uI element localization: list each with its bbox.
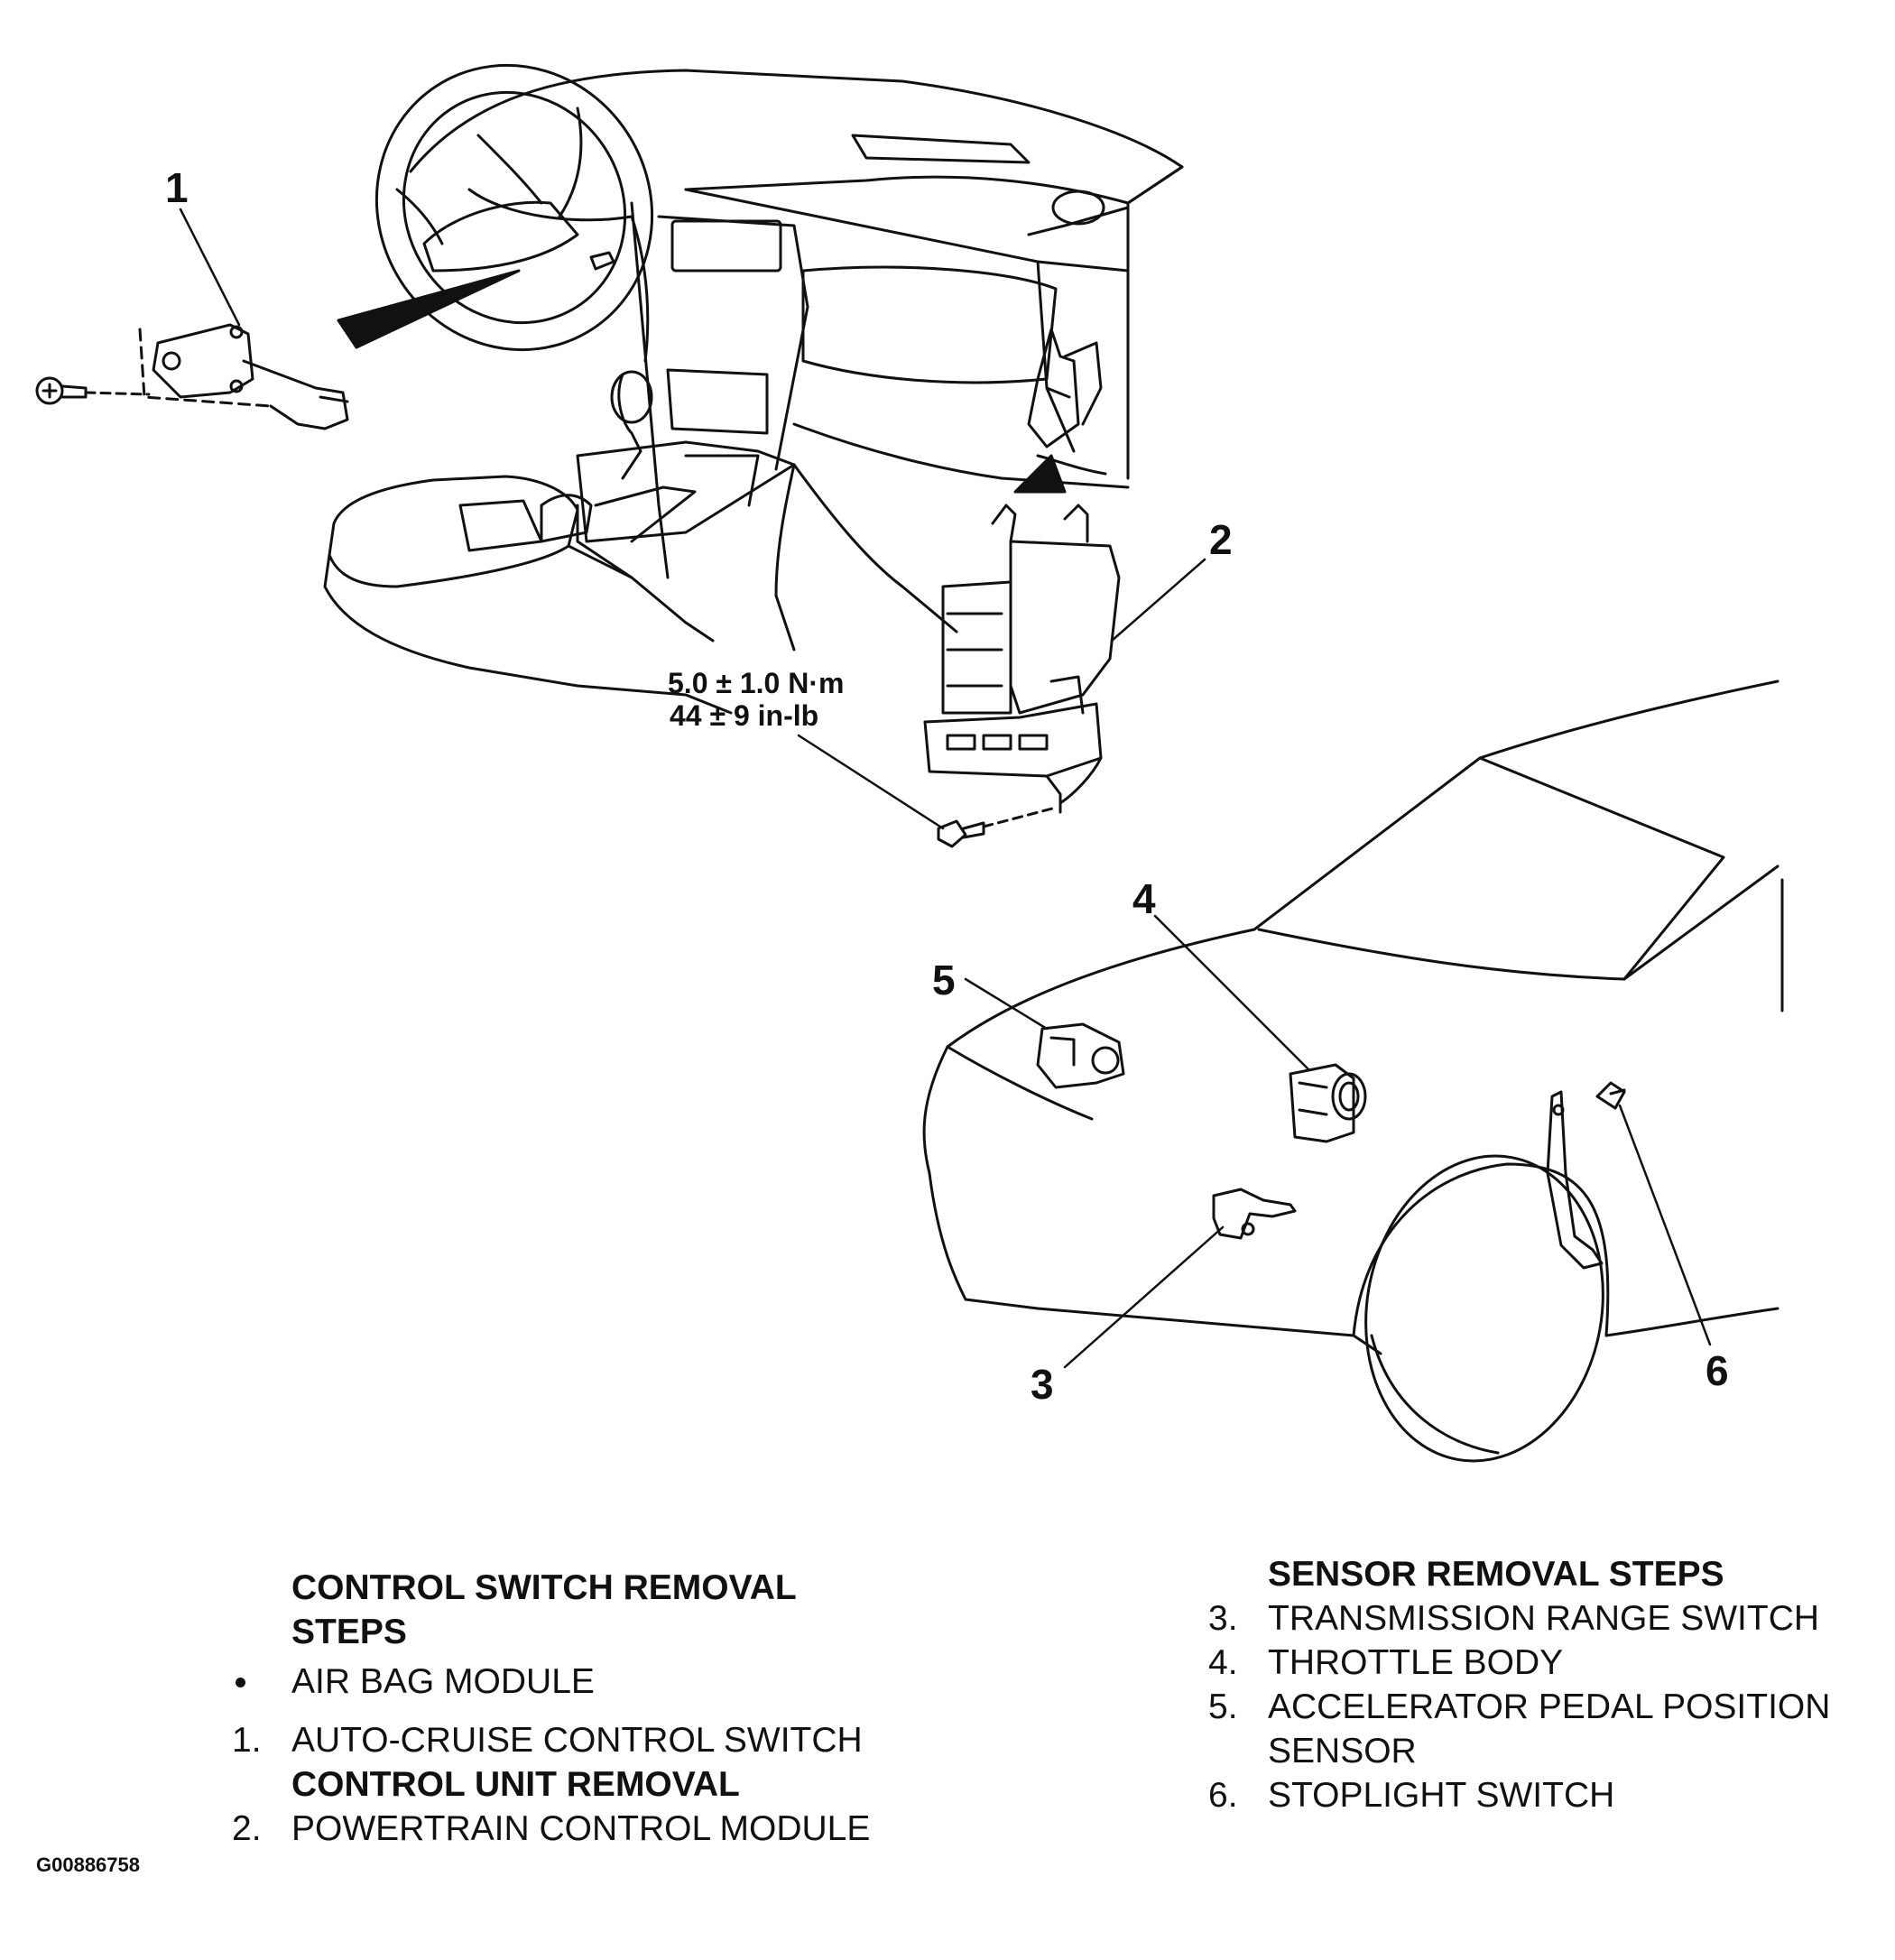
callout-4: 4 <box>1132 875 1156 922</box>
figure-id: G00886758 <box>36 1854 140 1876</box>
legend-item-number: 6. <box>1208 1776 1238 1815</box>
bullet-icon <box>236 1678 245 1687</box>
throttle-body <box>1289 1063 1367 1143</box>
leader-line-5 <box>964 977 1049 1031</box>
legend-heading-control-switch: CONTROL SWITCH REMOVAL <box>291 1568 797 1607</box>
callout-6: 6 <box>1706 1347 1729 1394</box>
legend-item-5-cont: SENSOR <box>1268 1729 1830 1773</box>
leader-line-1 <box>179 208 241 327</box>
location-arrow-1 <box>337 269 521 349</box>
torque-spec-metric: 5.0 ± 1.0 N·m <box>668 667 844 699</box>
legend-item-number: 2. <box>232 1809 262 1848</box>
legend-item-number: 5. <box>1208 1687 1238 1726</box>
auto-cruise-control-switch <box>35 323 349 430</box>
vehicle-body-illustration <box>922 680 1784 1463</box>
legend-heading-control-switch-cont: STEPS <box>291 1613 407 1651</box>
callout-1: 1 <box>165 164 189 211</box>
location-arrow-2 <box>1013 454 1067 494</box>
legend-item-number: 1. <box>232 1721 262 1760</box>
legend-item-5: 5. ACCELERATOR PEDAL POSITION <box>1208 1685 1831 1729</box>
torque-spec-imperial: 44 ± 9 in-lb <box>670 699 818 732</box>
callout-2: 2 <box>1209 516 1233 563</box>
legend-item-text: AUTO-CRUISE CONTROL SWITCH <box>291 1721 863 1760</box>
callout-3: 3 <box>1031 1361 1054 1408</box>
legend-heading-sensor-removal: SENSOR REMOVAL STEPS <box>1268 1555 1724 1594</box>
legend-item-text: THROTTLE BODY <box>1268 1643 1564 1682</box>
legend-item-number: 4. <box>1208 1643 1238 1682</box>
legend-right: SENSOR REMOVAL STEPS 3. TRANSMISSION RAN… <box>1208 1552 1831 1817</box>
leader-lines <box>179 208 1712 1369</box>
leader-line-6 <box>1618 1104 1712 1346</box>
legend-item-number: 3. <box>1208 1599 1238 1638</box>
leader-line-2 <box>1110 558 1206 643</box>
legend-item-text: AIR BAG MODULE <box>291 1662 595 1701</box>
legend-item-text: STOPLIGHT SWITCH <box>1268 1776 1615 1815</box>
accelerator-pedal-position-sensor <box>1036 1022 1125 1089</box>
legend-item-text: ACCELERATOR PEDAL POSITION <box>1268 1687 1831 1726</box>
legend-item-text: SENSOR <box>1268 1732 1417 1770</box>
legend-item-text: TRANSMISSION RANGE SWITCH <box>1268 1599 1820 1638</box>
legend-item-air-bag-module: AIR BAG MODULE <box>236 1660 870 1704</box>
legend-item-text: POWERTRAIN CONTROL MODULE <box>291 1809 871 1848</box>
legend-heading-control-unit: CONTROL UNIT REMOVAL <box>291 1765 740 1804</box>
powertrain-control-module <box>923 504 1121 848</box>
legend-item-6: 6. STOPLIGHT SWITCH <box>1208 1773 1830 1817</box>
stoplight-switch <box>1546 1081 1626 1270</box>
callout-5: 5 <box>932 957 956 1003</box>
dashboard-illustration <box>323 63 1184 715</box>
legend-left: CONTROL SWITCH REMOVAL STEPS AIR BAG MOD… <box>232 1566 871 1851</box>
legend-item-3: 3. TRANSMISSION RANGE SWITCH <box>1208 1596 1830 1641</box>
transmission-range-switch <box>1212 1188 1297 1240</box>
legend-item-2: 2. POWERTRAIN CONTROL MODULE <box>232 1807 871 1851</box>
pcm-bracket-in-dash <box>1027 328 1107 476</box>
leader-line-4 <box>1153 914 1310 1071</box>
leader-line-3 <box>1063 1225 1225 1369</box>
legend-item-4: 4. THROTTLE BODY <box>1208 1641 1830 1685</box>
leader-line-torque <box>797 734 945 830</box>
legend-item-1: 1. AUTO-CRUISE CONTROL SWITCH <box>232 1718 870 1762</box>
